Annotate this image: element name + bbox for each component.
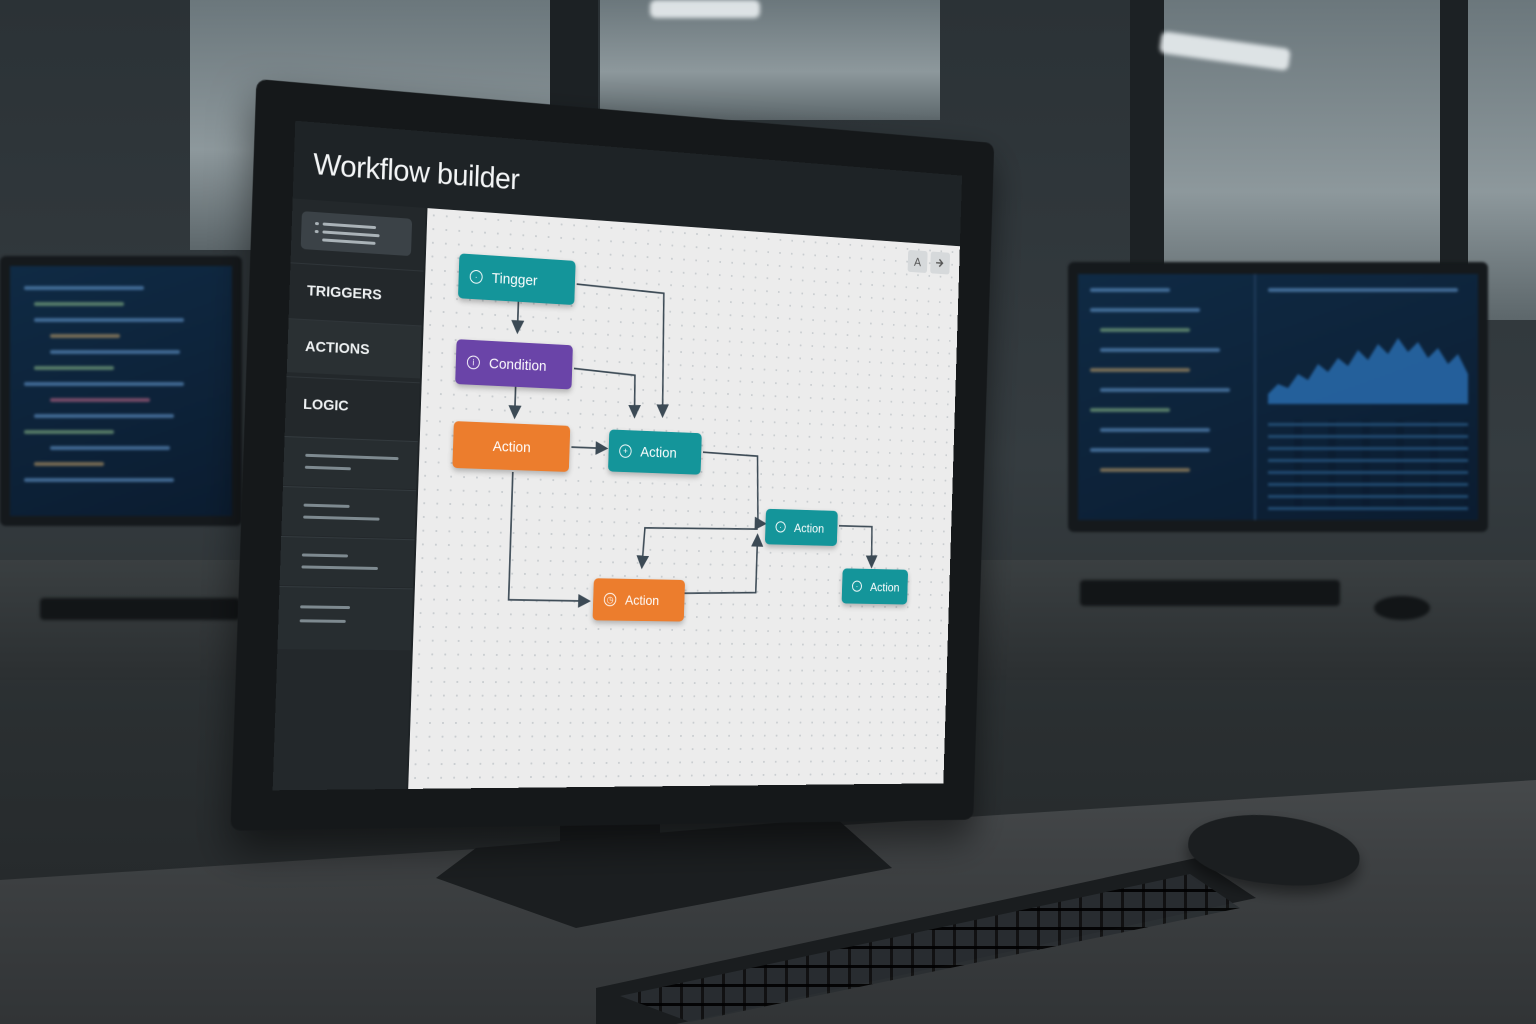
workflow-node-action[interactable]: ◷ Action bbox=[593, 578, 686, 621]
connector bbox=[642, 526, 758, 568]
sidebar-item-label: ACTIONS bbox=[305, 338, 370, 358]
connector bbox=[573, 284, 667, 414]
background-mouse bbox=[1374, 596, 1430, 620]
sidebar-item-placeholder[interactable] bbox=[277, 586, 413, 650]
ceiling-light bbox=[650, 0, 760, 18]
workflow-node-action[interactable]: · Action bbox=[842, 568, 908, 604]
background-keyboard bbox=[1080, 580, 1340, 606]
background-monitor-right bbox=[1068, 262, 1488, 532]
sidebar: TRIGGERS ACTIONS LOGIC bbox=[273, 198, 426, 790]
workflow-node-action[interactable]: + Action bbox=[608, 429, 702, 474]
workflow-node-trigger[interactable]: · Tingger bbox=[458, 253, 576, 305]
connector bbox=[573, 368, 636, 415]
sidebar-item-label: LOGIC bbox=[303, 396, 349, 415]
monitor-screen: Workflow builder TRIGGERS ACTIONS LOGIC bbox=[273, 121, 962, 791]
sidebar-item-label: TRIGGERS bbox=[307, 282, 382, 303]
sidebar-item-logic[interactable]: LOGIC bbox=[285, 376, 420, 435]
node-label: Action bbox=[640, 444, 677, 462]
sidebar-item-placeholder[interactable] bbox=[283, 436, 418, 489]
workflow-node-condition[interactable]: i Condition bbox=[455, 339, 573, 389]
connector bbox=[517, 300, 518, 331]
connector bbox=[571, 447, 605, 448]
node-label: Action bbox=[870, 580, 900, 594]
node-label: Action bbox=[794, 520, 825, 535]
node-label: Condition bbox=[489, 355, 547, 374]
workflow-node-action[interactable]: Action bbox=[452, 421, 570, 472]
sidebar-item-actions[interactable]: ACTIONS bbox=[287, 318, 422, 378]
sidebar-item-triggers[interactable]: TRIGGERS bbox=[289, 262, 424, 323]
connector bbox=[515, 385, 516, 416]
workflow-node-action[interactable]: · Action bbox=[765, 509, 838, 546]
info-icon: i bbox=[467, 355, 480, 369]
plus-circle-icon: + bbox=[619, 444, 632, 458]
clock-icon: ◷ bbox=[604, 593, 617, 607]
sidebar-item-placeholder[interactable] bbox=[280, 536, 415, 587]
app-title: Workflow builder bbox=[313, 146, 520, 197]
background-monitor-left bbox=[0, 256, 242, 526]
circle-icon: · bbox=[852, 581, 862, 592]
connector bbox=[509, 472, 592, 601]
node-label: Tingger bbox=[492, 270, 538, 289]
connector bbox=[838, 526, 873, 566]
background-sparkline bbox=[1268, 314, 1468, 404]
node-label: Action bbox=[625, 592, 660, 608]
workflow-canvas[interactable]: A bbox=[408, 208, 962, 790]
circle-icon: · bbox=[470, 270, 483, 284]
search-input[interactable] bbox=[301, 211, 412, 256]
connector bbox=[701, 452, 766, 523]
background-keyboard bbox=[40, 598, 240, 620]
node-label: Action bbox=[493, 438, 531, 456]
sidebar-item-placeholder[interactable] bbox=[281, 486, 416, 538]
connector bbox=[685, 535, 758, 595]
circle-icon: · bbox=[775, 521, 785, 532]
background-window bbox=[600, 0, 940, 120]
